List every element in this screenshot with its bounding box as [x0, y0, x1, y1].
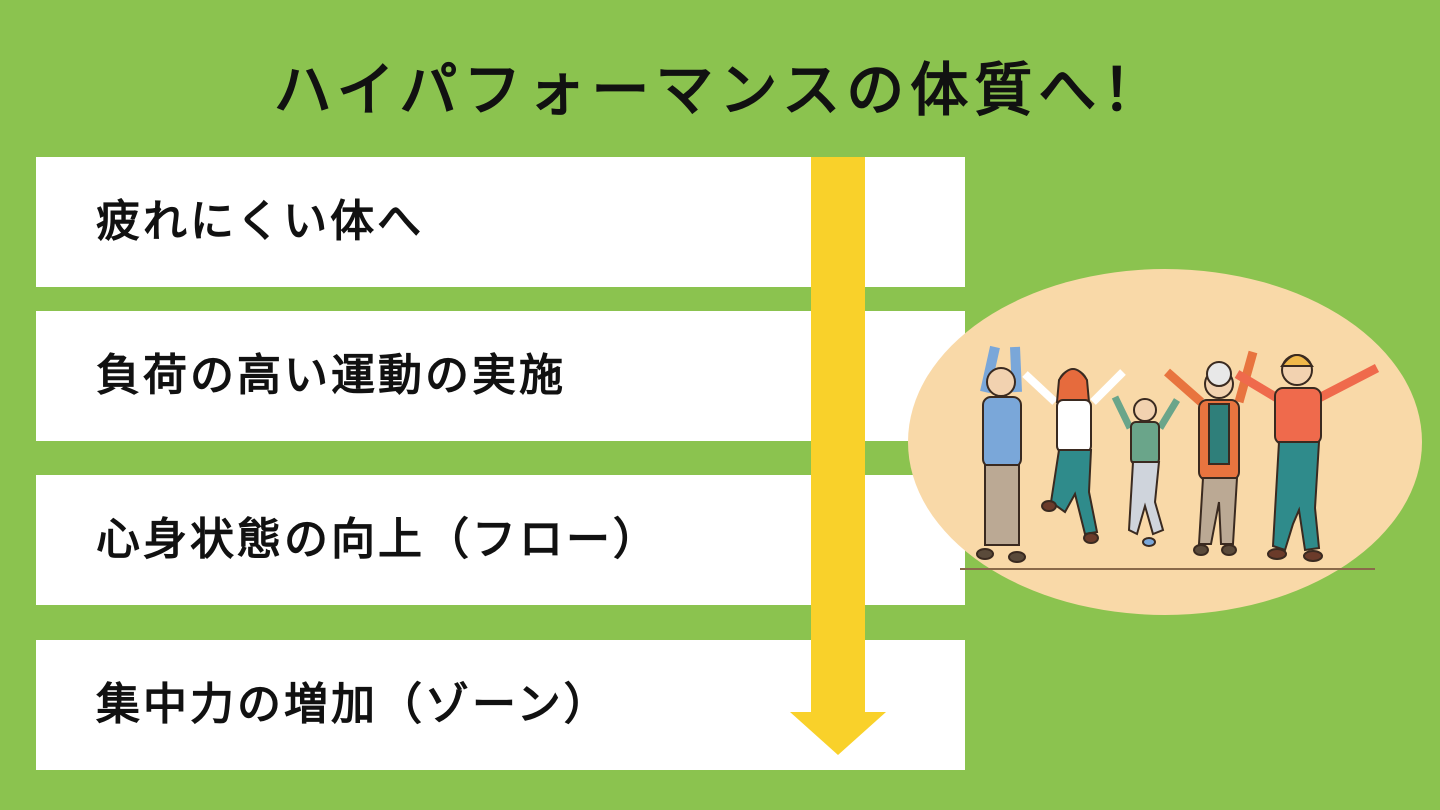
celebrating-people-illustration — [908, 269, 1422, 615]
list-item-3: 心身状態の向上（フロー） — [36, 475, 965, 605]
person-child — [1111, 395, 1180, 547]
person-woman-white-top — [1022, 368, 1126, 544]
list-item-2: 負荷の高い運動の実施 — [36, 311, 965, 441]
list-item-label: 集中力の増加（ゾーン） — [96, 679, 611, 730]
person-elderly-woman — [1164, 350, 1258, 556]
list-item-label: 負荷の高い運動の実施 — [96, 350, 566, 401]
person-elderly-man — [976, 345, 1026, 563]
list-item-label: 疲れにくい体へ — [96, 196, 425, 247]
list-item-4: 集中力の増加（ゾーン） — [36, 640, 965, 770]
list-item-label: 心身状態の向上（フロー） — [96, 514, 660, 565]
list-item-1: 疲れにくい体へ — [36, 157, 965, 287]
down-arrow-icon — [790, 157, 886, 755]
page-title: ハイパフォーマンスの体質へ！ — [273, 56, 1167, 124]
person-man-red-shirt — [1234, 354, 1380, 562]
